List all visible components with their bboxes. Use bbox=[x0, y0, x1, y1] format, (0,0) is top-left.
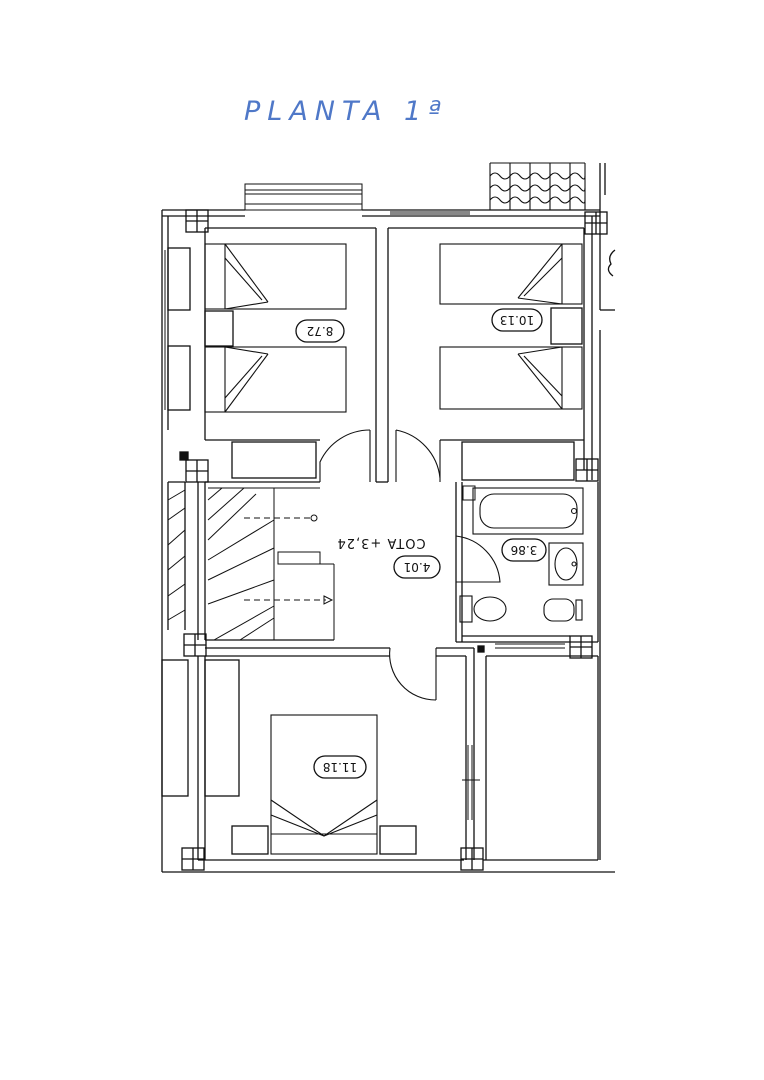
bed-main bbox=[270, 714, 378, 855]
outer-walls bbox=[161, 163, 615, 873]
windows bbox=[164, 211, 565, 820]
exterior-planter bbox=[161, 659, 189, 797]
wardrobe-main bbox=[204, 659, 240, 797]
sink bbox=[548, 542, 584, 586]
svg-text:10.13: 10.13 bbox=[500, 313, 534, 327]
wardrobe-left bbox=[231, 441, 317, 479]
level-label: COTA +3,24 bbox=[336, 535, 425, 550]
columns bbox=[181, 209, 608, 871]
wardrobe-right bbox=[461, 441, 575, 481]
nightstand-main-left bbox=[231, 825, 269, 855]
bed-left-upper bbox=[204, 243, 347, 310]
svg-text:3.86: 3.86 bbox=[511, 543, 538, 557]
staircase bbox=[167, 487, 335, 641]
left-exterior-box-upper bbox=[167, 247, 191, 311]
svg-text:4.01: 4.01 bbox=[404, 560, 431, 574]
toilet bbox=[459, 595, 507, 623]
balcony-railing bbox=[244, 183, 363, 211]
label-bedroom-right: 10.13 bbox=[491, 308, 543, 332]
label-hall: 4.01 bbox=[393, 555, 441, 579]
left-exterior-box-lower bbox=[167, 345, 191, 411]
label-bedroom-left: 8.72 bbox=[295, 319, 345, 343]
label-bedroom-main: 11.18 bbox=[313, 755, 367, 779]
label-bathroom: 3.86 bbox=[501, 538, 547, 562]
nightstand-main-right bbox=[379, 825, 417, 855]
nightstand-left bbox=[204, 310, 234, 347]
shaft-small-left bbox=[179, 451, 189, 461]
bathtub bbox=[472, 487, 584, 535]
svg-text:8.72: 8.72 bbox=[307, 324, 334, 338]
shaft bbox=[462, 485, 476, 501]
bed-right-lower bbox=[439, 346, 583, 410]
bidet bbox=[543, 598, 583, 622]
svg-text:11.18: 11.18 bbox=[323, 760, 357, 774]
plan-title: PLANTA 1ª bbox=[244, 96, 448, 127]
bed-right-upper bbox=[439, 243, 583, 305]
doors bbox=[319, 429, 501, 701]
right-exterior-detail bbox=[607, 249, 616, 277]
roof-tiles bbox=[489, 162, 586, 210]
bed-left-lower bbox=[204, 346, 347, 413]
shaft-small-right bbox=[477, 645, 485, 653]
nightstand-right bbox=[550, 307, 583, 345]
